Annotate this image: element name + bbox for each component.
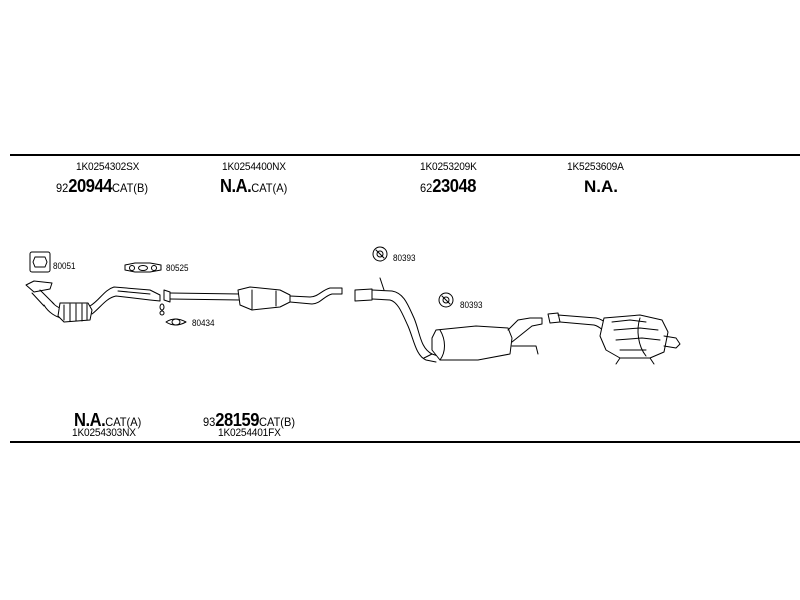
reference-prefix: 92 <box>56 181 69 195</box>
reference-number: 28159 <box>215 410 260 430</box>
fitting-code-4: 80393 <box>393 253 416 263</box>
reference-3: 6223048 <box>420 176 477 196</box>
reference-prefix: 93 <box>203 415 216 429</box>
rubber-hanger-icon <box>373 247 387 261</box>
rubber-hanger-icon <box>439 293 453 307</box>
front-downpipe-catalyst <box>26 281 160 322</box>
reference-suffix: CAT(B) <box>112 181 149 195</box>
front-silencer-assembly <box>355 278 542 362</box>
reference-5: N.A.CAT(A) <box>74 411 141 429</box>
gasket-square-icon <box>30 252 50 272</box>
reference-4: N.A. <box>584 177 618 196</box>
reference-suffix: CAT(A) <box>105 415 142 429</box>
reference-suffix: CAT(B) <box>259 415 296 429</box>
part-number-5: 1K0254303NX <box>72 427 136 439</box>
part-number-3: 1K0253209K <box>420 161 477 173</box>
rear-silencer-assembly <box>548 313 680 364</box>
fitting-code-2: 80525 <box>166 263 189 273</box>
part-number-1: 1K0254302SX <box>76 161 140 173</box>
part-number-2: 1K0254400NX <box>222 161 286 173</box>
middle-pipe-catalyst <box>164 287 342 310</box>
clamp-icon <box>160 304 164 315</box>
reference-2: N.A.CAT(A) <box>220 177 287 195</box>
reference-number: 23048 <box>432 176 477 196</box>
fitting-code-5: 80393 <box>460 300 483 310</box>
top-divider <box>10 154 800 156</box>
reference-prefix: 62 <box>420 181 433 195</box>
gasket-flange-icon <box>125 263 161 272</box>
fitting-code-1: 80051 <box>53 261 76 271</box>
gasket-ring-icon <box>166 319 186 325</box>
reference-6: 9328159CAT(B) <box>203 411 295 429</box>
reference-1: 9220944CAT(B) <box>56 177 148 195</box>
reference-number: N.A. <box>74 410 106 430</box>
part-number-6: 1K0254401FX <box>218 427 281 439</box>
reference-number: 20944 <box>68 176 113 196</box>
bottom-divider <box>10 441 800 443</box>
reference-number: N.A. <box>220 176 252 196</box>
reference-suffix: CAT(A) <box>251 181 288 195</box>
part-number-4: 1K5253609A <box>567 161 624 173</box>
fitting-code-3: 80434 <box>192 318 215 328</box>
